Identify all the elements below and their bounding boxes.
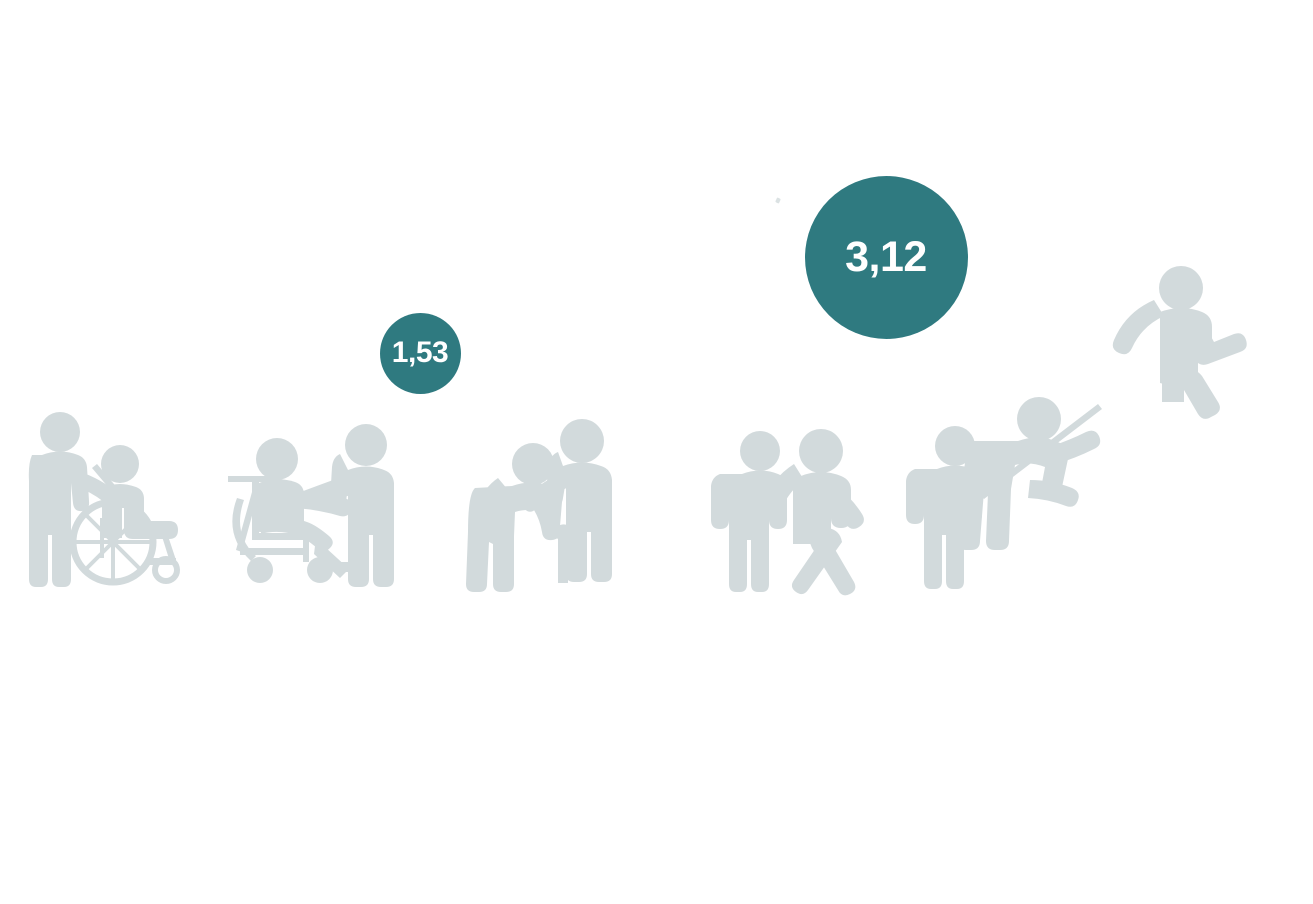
value-bubble-large-label: 3,12 xyxy=(845,232,927,281)
value-bubble-small-label: 1,53 xyxy=(391,336,449,369)
carer-pushing-wheelchair xyxy=(28,412,180,587)
climbing-person xyxy=(1112,266,1247,419)
carer-supporting-elderly-with-cane xyxy=(466,419,612,592)
carer-greeting-wheelchair-user xyxy=(228,424,394,587)
standing-person-and-bending-person-with-pole xyxy=(906,397,1102,589)
value-bubble-small[interactable]: 1,53 xyxy=(379,312,461,394)
stray-speck-artifact xyxy=(775,197,781,204)
value-bubble-large[interactable]: 3,12 xyxy=(804,175,968,339)
standing-and-walking-person xyxy=(711,429,864,596)
